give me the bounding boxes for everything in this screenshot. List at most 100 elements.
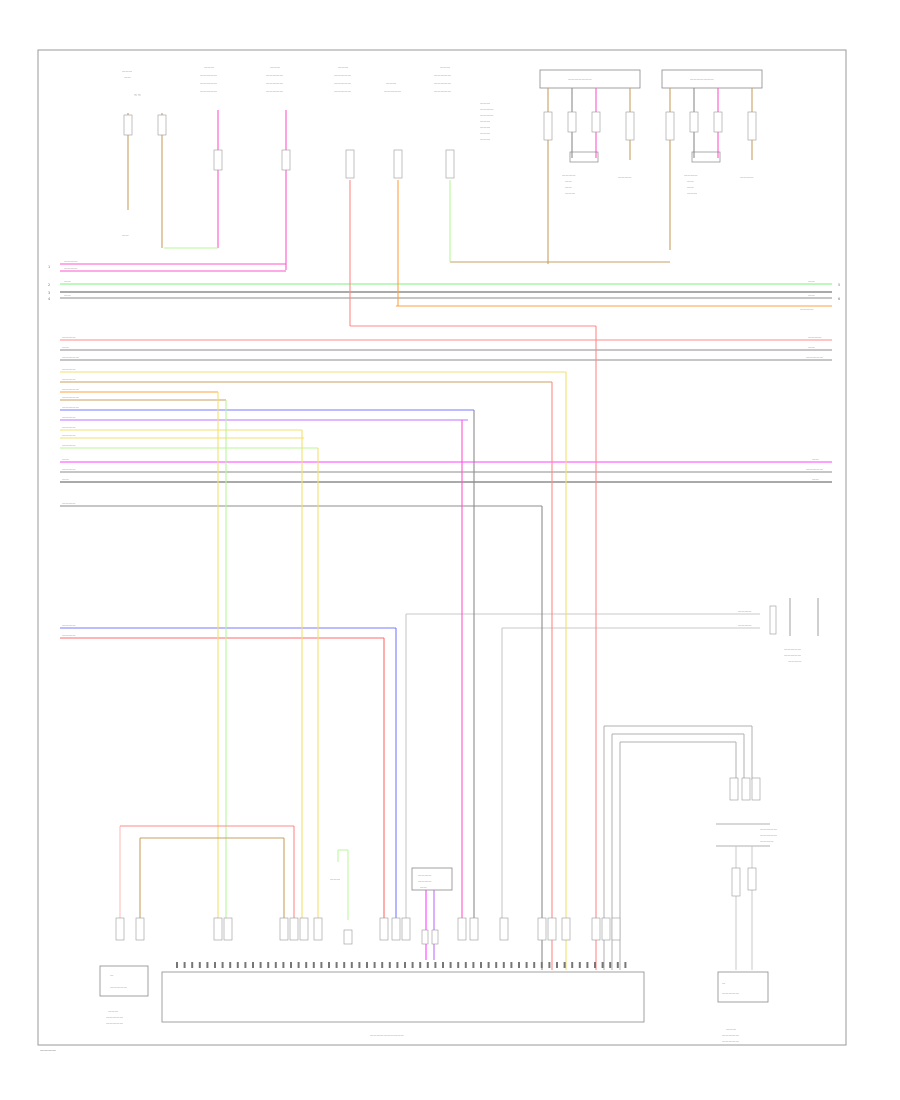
svg-text:———: ——— (726, 1027, 737, 1031)
svg-text:——: —— (122, 233, 129, 237)
svg-text:————: ———— (480, 113, 494, 117)
speaker-group-right: ——————— ———— —— —— ——— ———— (661, 69, 763, 250)
svg-text:——: —— (64, 293, 71, 297)
svg-text:————: ———— (740, 175, 754, 179)
top-components: ——— —— ⊸ ⊸ —— ——— ————— ————— ————— ——— … (122, 65, 494, 270)
svg-text:——: —— (808, 279, 815, 283)
svg-text:———: ——— (440, 65, 451, 69)
svg-text:—————: ————— (266, 81, 284, 85)
svg-text:—————: ————— (62, 395, 80, 399)
svg-text:———: ——— (204, 65, 215, 69)
top-comp-3: ——— ————— ————— ————— (266, 65, 291, 270)
svg-text:—————: ————— (784, 653, 802, 657)
module-pin (480, 962, 482, 968)
module-pin (396, 962, 399, 968)
module-pin (609, 962, 612, 968)
svg-text:———: ——— (338, 65, 349, 69)
svg-text:————: ———— (788, 659, 802, 663)
module-pin (320, 962, 323, 968)
svg-text:————: ———— (760, 839, 774, 843)
svg-text:———: ——— (386, 81, 397, 85)
svg-text:⊸ ⊸: ⊸ ⊸ (134, 93, 141, 97)
svg-text:——: —— (62, 477, 69, 481)
right-comp-lower: — ————— ——— ————— ————— (717, 971, 769, 1043)
module-pin (457, 962, 460, 968)
svg-text:—————: ————— (334, 73, 352, 77)
bottom-left-comp: — ————— ——— ————— ————— (99, 965, 149, 1025)
top-bus-lines: ———— ———— —— —— —— —— ———— 1 2 3 4 5 6 (48, 180, 840, 327)
module-pin (358, 962, 361, 968)
svg-text:————: ———— (562, 173, 576, 177)
svg-text:—————: ————— (62, 405, 80, 409)
module-pin (388, 962, 391, 968)
module-pin (259, 962, 262, 968)
svg-text:5: 5 (838, 283, 840, 287)
module-connectors (115, 917, 621, 945)
speaker-group-left: ——————— ———— —— —— ——— ———— (539, 69, 641, 264)
svg-text:—————: ————— (806, 355, 824, 359)
svg-text:—————: ————— (806, 467, 824, 471)
svg-text:————: ———— (62, 425, 76, 429)
module-pin (525, 962, 528, 968)
module-pin (434, 962, 437, 968)
top-comp-5: ——— ————— (384, 81, 403, 179)
svg-text:—————: ————— (110, 985, 128, 989)
module-pin-row (176, 962, 627, 968)
svg-text:————: ———— (62, 433, 76, 437)
svg-text:———: ——— (480, 101, 491, 105)
svg-text:—————: ————— (384, 89, 402, 93)
svg-text:———: ——— (330, 877, 341, 881)
svg-text:—————: ————— (784, 647, 802, 651)
svg-text:———: ——— (122, 69, 133, 73)
diagram-frame (37, 49, 847, 1046)
svg-text:—————: ————— (334, 81, 352, 85)
module-pin (214, 962, 216, 968)
svg-text:6: 6 (838, 297, 840, 301)
svg-text:—————: ————— (62, 355, 80, 359)
module-pin (556, 962, 558, 968)
top-comp-6: ——— ————— ————— ————— ——— ———— ———— ——— … (434, 65, 494, 179)
svg-text:————: ———— (64, 259, 78, 263)
svg-text:—————: ————— (434, 89, 452, 93)
svg-text:2: 2 (48, 283, 50, 287)
module-pin (221, 962, 224, 968)
module-pin (548, 962, 551, 968)
svg-text:——: —— (62, 457, 69, 461)
module-pin (586, 962, 589, 968)
svg-text:—————: ————— (722, 1039, 740, 1043)
svg-text:—————: ————— (760, 833, 778, 837)
module-pin (502, 962, 505, 968)
right-comp-middle: ————— ————— ———— (716, 777, 778, 970)
diagram-footer-id: ———— (40, 1048, 56, 1053)
svg-text:————: ———— (62, 335, 76, 339)
main-module-label: —————————— (370, 1033, 405, 1037)
module-pin (404, 962, 406, 968)
svg-text:————: ———— (418, 873, 432, 877)
module-pin (267, 962, 270, 968)
module-pin (381, 962, 384, 968)
module-pin (176, 962, 178, 968)
module-pin (571, 962, 574, 968)
module-pin (518, 962, 520, 968)
svg-text:3: 3 (48, 291, 50, 295)
center-small-comp: ———— ———— —— (411, 867, 453, 891)
svg-text:———————: ——————— (690, 77, 714, 81)
module-pin (449, 962, 452, 968)
module-pin (198, 962, 201, 968)
module-pin (594, 962, 596, 968)
svg-text:—————: ————— (722, 1033, 740, 1037)
module-pin (183, 962, 186, 968)
svg-text:———: ——— (480, 119, 491, 123)
svg-text:—————: ————— (106, 1015, 124, 1019)
module-pin (366, 962, 368, 968)
module-pin (464, 962, 467, 968)
svg-text:———: ——— (108, 1009, 119, 1013)
svg-text:———: ——— (565, 191, 576, 195)
svg-text:1: 1 (48, 265, 50, 269)
svg-text:—————: ————— (434, 81, 452, 85)
svg-text:4: 4 (48, 297, 50, 301)
svg-text:———: ——— (480, 125, 491, 129)
svg-text:————: ———— (62, 415, 76, 419)
svg-text:————: ———— (738, 623, 752, 627)
right-comp-upper: ————— ————— ———— (769, 598, 819, 663)
